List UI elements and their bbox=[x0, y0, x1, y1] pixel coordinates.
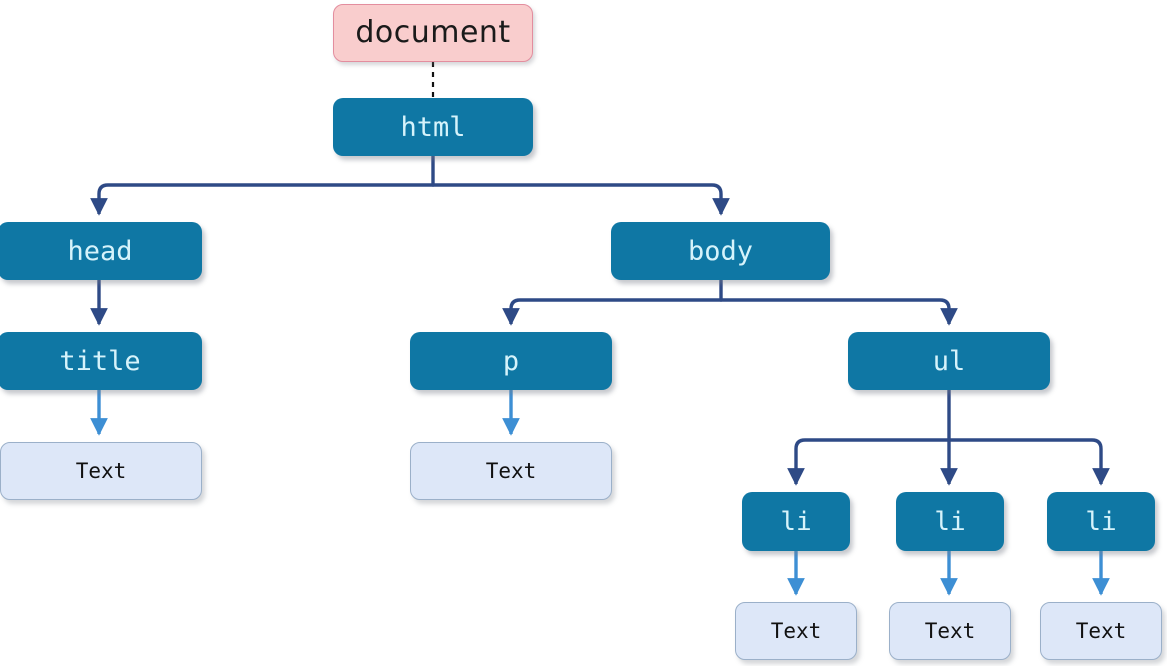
node-body-label: body bbox=[687, 235, 754, 267]
node-html-label: html bbox=[400, 111, 466, 143]
node-text-li-2[interactable]: Text bbox=[889, 602, 1011, 660]
node-text-p-label: Text bbox=[485, 458, 537, 483]
node-li-1-label: li bbox=[780, 506, 812, 537]
node-text-li-2-label: Text bbox=[924, 618, 976, 643]
node-li-2-label: li bbox=[934, 506, 966, 537]
node-head[interactable]: head bbox=[0, 222, 202, 280]
edge-html-head bbox=[90, 183, 433, 216]
edge-body-p bbox=[502, 298, 721, 326]
node-p-label: p bbox=[502, 345, 520, 377]
node-text-title-label: Text bbox=[75, 458, 127, 483]
node-text-li-3[interactable]: Text bbox=[1040, 602, 1162, 660]
node-ul[interactable]: ul bbox=[848, 332, 1050, 390]
node-li-3[interactable]: li bbox=[1047, 492, 1155, 551]
node-title-label: title bbox=[59, 345, 141, 377]
edge-body-ul bbox=[721, 298, 958, 326]
node-text-p[interactable]: Text bbox=[410, 442, 612, 500]
node-text-title[interactable]: Text bbox=[0, 442, 202, 500]
node-text-li-1[interactable]: Text bbox=[735, 602, 857, 660]
node-text-li-3-label: Text bbox=[1075, 618, 1127, 643]
node-document[interactable]: document bbox=[333, 4, 533, 62]
node-title[interactable]: title bbox=[0, 332, 202, 390]
edge-ul-li-3 bbox=[949, 438, 1110, 486]
node-li-1[interactable]: li bbox=[742, 492, 850, 551]
node-li-3-label: li bbox=[1085, 506, 1117, 537]
node-document-label: document bbox=[355, 15, 511, 50]
edge-ul-li-1 bbox=[787, 438, 949, 486]
node-text-li-1-label: Text bbox=[770, 618, 822, 643]
node-p[interactable]: p bbox=[410, 332, 612, 390]
node-body[interactable]: body bbox=[611, 222, 830, 280]
node-html[interactable]: html bbox=[333, 98, 533, 156]
node-li-2[interactable]: li bbox=[896, 492, 1004, 551]
node-ul-label: ul bbox=[932, 345, 966, 377]
node-head-label: head bbox=[67, 235, 133, 267]
edge-html-body bbox=[433, 183, 730, 216]
